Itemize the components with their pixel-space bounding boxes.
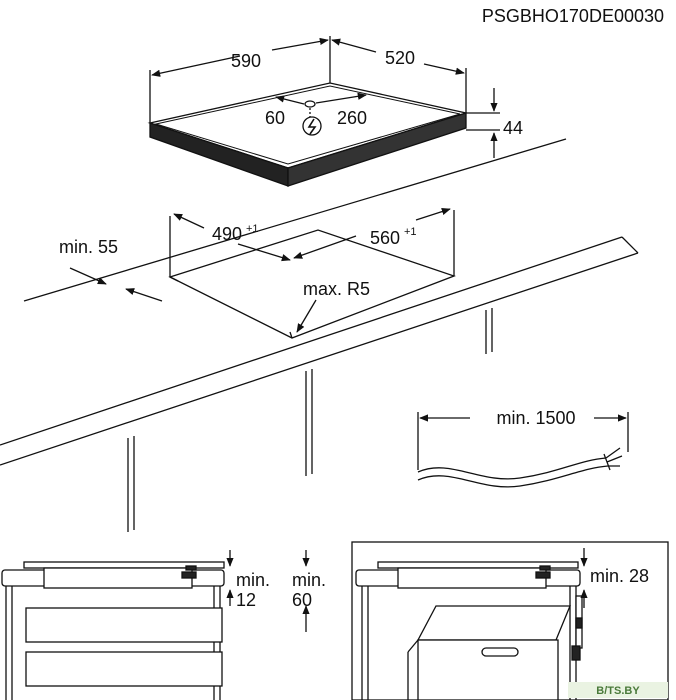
diagram-code: PSGBHO170DE00030 — [482, 6, 664, 26]
min-60-label-bottom: 60 — [292, 590, 312, 610]
min-12-label-top: min. — [236, 570, 270, 590]
cutout-width-tolerance: +1 — [246, 223, 259, 235]
hob-width-label: 590 — [231, 51, 261, 71]
min-28-label: min. 28 — [590, 566, 649, 586]
install-section-right — [351, 541, 669, 700]
edge-min-label: min. 55 — [59, 237, 118, 257]
install-section-left — [1, 550, 310, 700]
hob-depth-label: 520 — [385, 48, 415, 68]
watermark-logo: B/TS.BY — [596, 685, 640, 697]
cutout-depth-tolerance: +1 — [404, 226, 417, 238]
cable-length-label: min. 1500 — [496, 408, 575, 428]
min-60-label-top: min. — [292, 570, 326, 590]
hob-illustration — [147, 36, 500, 187]
worktop-illustration — [0, 138, 639, 532]
hob-height-label: 44 — [503, 118, 523, 138]
min-12-label-bottom: 12 — [236, 590, 256, 610]
cutout-radius-label: max. R5 — [303, 279, 370, 299]
cable-illustration — [417, 412, 629, 488]
watermark-background — [568, 682, 668, 698]
cable-right-label: 260 — [337, 108, 367, 128]
cable-left-label: 60 — [265, 108, 285, 128]
cutout-depth-label: 560 — [370, 228, 400, 248]
cutout-width-label: 490 — [212, 224, 242, 244]
